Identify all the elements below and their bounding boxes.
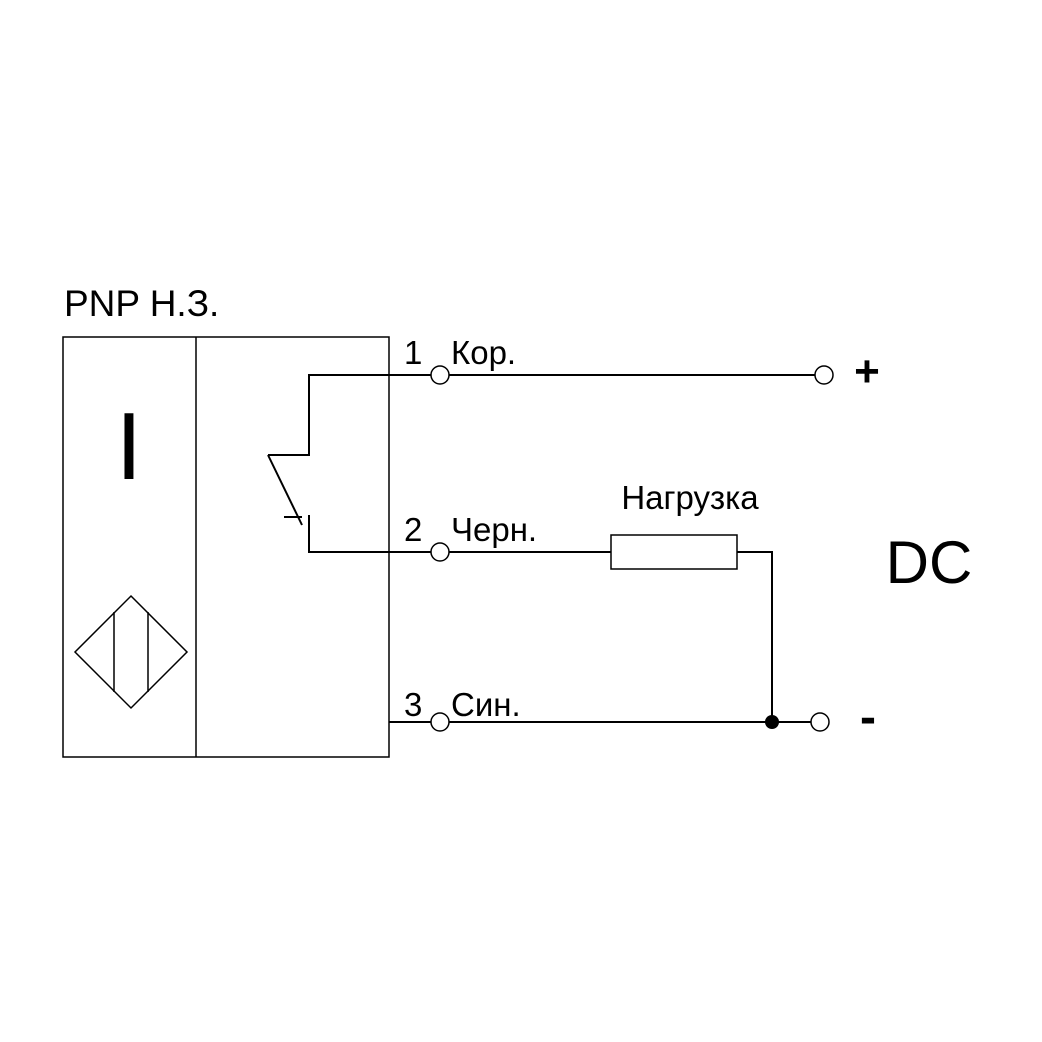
supply-plus-label: + xyxy=(854,347,880,396)
supply-minus-terminal xyxy=(810,712,830,732)
terminal-3-node xyxy=(430,712,450,732)
nc-switch-icon xyxy=(267,374,389,553)
load-label: Нагрузка xyxy=(621,479,759,516)
terminal-2-name: Черн. xyxy=(451,511,537,548)
terminal-3-number: 3 xyxy=(404,686,422,723)
sensor-type-title: PNP Н.З. xyxy=(64,283,219,324)
sensor-housing xyxy=(62,336,390,758)
supply-type-label: DC xyxy=(886,529,973,596)
terminal-2-node xyxy=(430,542,450,562)
supply-plus-terminal xyxy=(814,365,834,385)
terminal-2-number: 2 xyxy=(404,511,422,548)
junction-dot xyxy=(765,715,779,729)
supply-minus-label: - xyxy=(860,691,876,744)
terminal-1-node xyxy=(430,365,450,385)
terminal-1-number: 1 xyxy=(404,334,422,371)
terminal-3-name: Син. xyxy=(451,686,521,723)
inductive-sensor-icon xyxy=(73,594,189,710)
wire-2 xyxy=(389,551,773,722)
sensor-symbol: I xyxy=(116,393,143,500)
load-resistor xyxy=(610,534,738,570)
sensor-body xyxy=(62,336,390,758)
terminal-1-name: Кор. xyxy=(451,334,516,371)
